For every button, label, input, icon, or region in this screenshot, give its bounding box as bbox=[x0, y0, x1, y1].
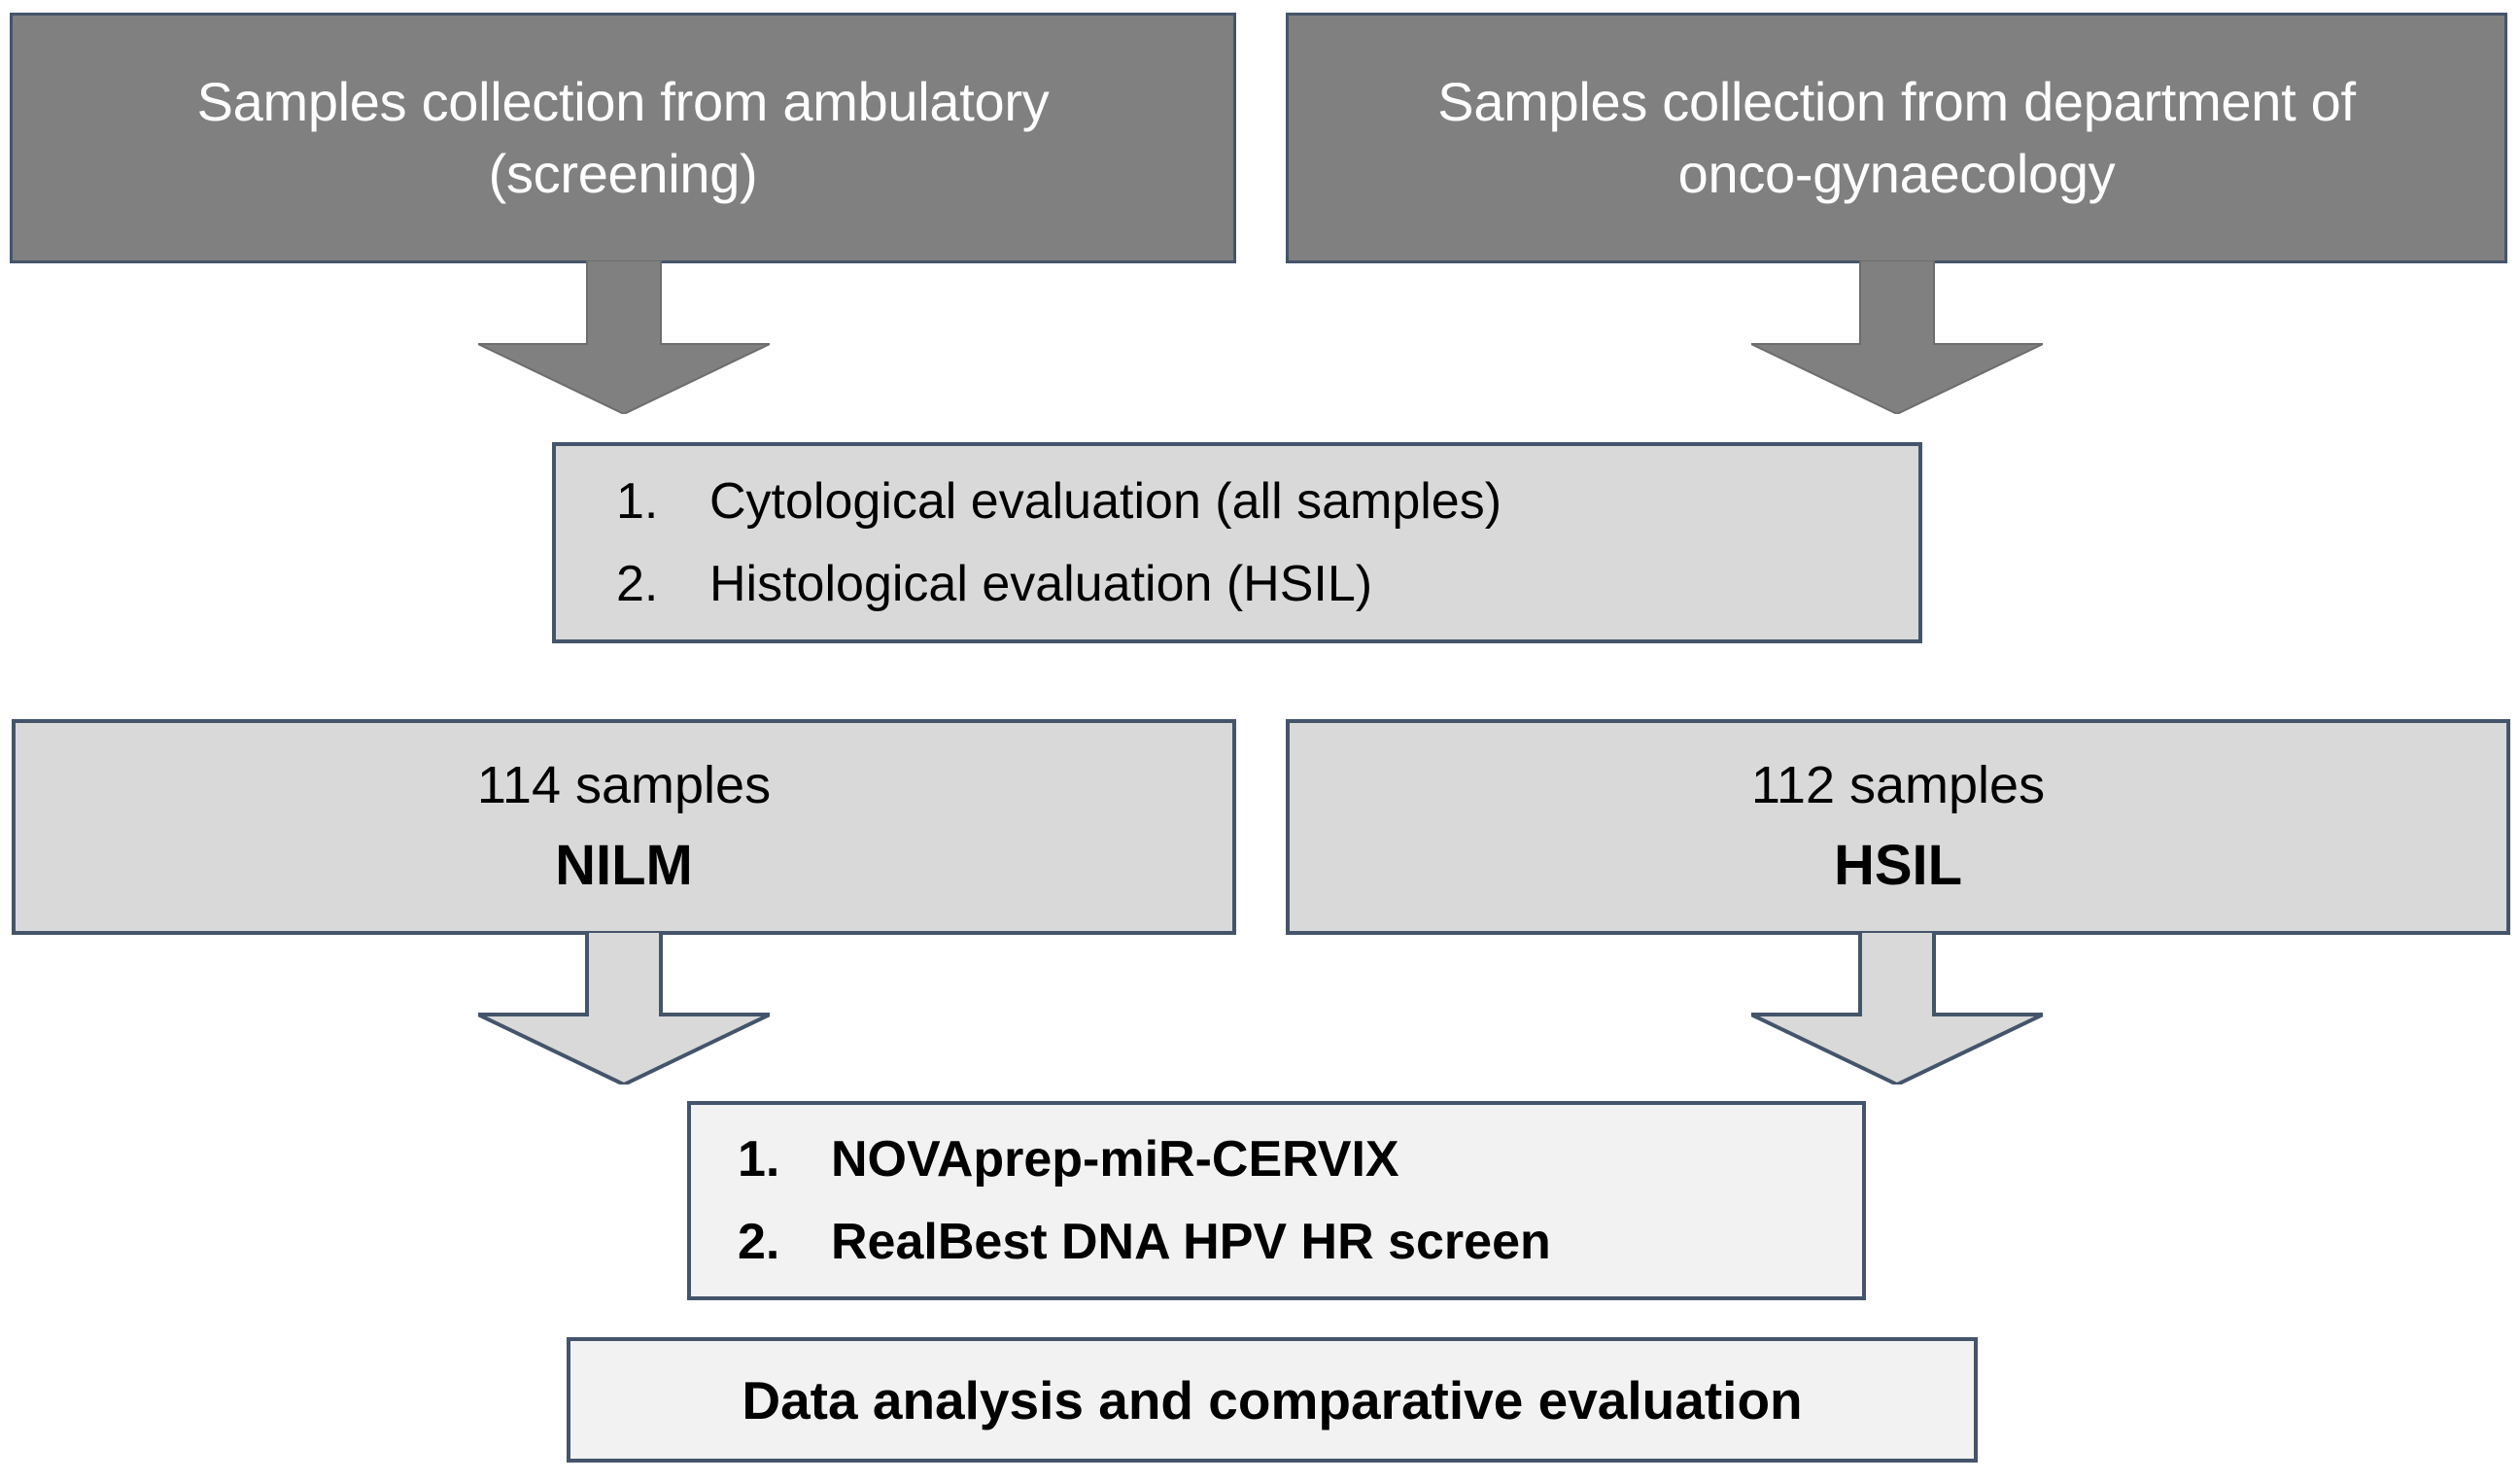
source-box-oncogynaecology-line1: Samples collection from department of bbox=[1437, 71, 2356, 133]
cohort-nilm-count: 114 samples bbox=[476, 755, 772, 814]
final-analysis-label: Data analysis and comparative evaluation bbox=[742, 1369, 1803, 1430]
evaluation-list: 1. Cytological evaluation (all samples) … bbox=[556, 461, 1918, 624]
assay-item-1-text: NOVAprep-miR-CERVIX bbox=[831, 1131, 1399, 1188]
assay-item-1-number: 1. bbox=[738, 1131, 780, 1188]
evaluation-box: 1. Cytological evaluation (all samples) … bbox=[552, 442, 1922, 643]
arrow-nilm-to-assays bbox=[478, 931, 770, 1085]
source-box-oncogynaecology: Samples collection from department of on… bbox=[1286, 13, 2507, 263]
arrow-ambulatory-to-evaluation bbox=[478, 260, 770, 414]
arrow-hsil-to-assays bbox=[1751, 931, 2043, 1085]
evaluation-item-1-number: 1. bbox=[616, 473, 659, 531]
assay-item-2-text: RealBest DNA HPV HR screen bbox=[831, 1213, 1551, 1270]
cohort-hsil-count: 112 samples bbox=[1750, 755, 2046, 814]
evaluation-item-2-text: Histological evaluation (HSIL) bbox=[709, 555, 1373, 612]
evaluation-list-item: 2. Histological evaluation (HSIL) bbox=[616, 543, 1918, 625]
arrow-oncogynaecology-to-evaluation bbox=[1751, 260, 2043, 414]
cohort-box-nilm: 114 samples NILM bbox=[12, 719, 1236, 935]
cohort-hsil-code: HSIL bbox=[1833, 833, 1963, 897]
evaluation-item-1-text: Cytological evaluation (all samples) bbox=[709, 473, 1502, 531]
assay-box: 1. NOVAprep-miR-CERVIX 2. RealBest DNA H… bbox=[687, 1101, 1866, 1300]
source-box-ambulatory: Samples collection from ambulatory (scre… bbox=[10, 13, 1236, 263]
assay-list-item: 1. NOVAprep-miR-CERVIX bbox=[738, 1119, 1862, 1200]
assay-list: 1. NOVAprep-miR-CERVIX 2. RealBest DNA H… bbox=[691, 1119, 1862, 1282]
source-box-ambulatory-line2: (screening) bbox=[488, 143, 758, 204]
source-box-oncogynaecology-line2: onco-gynaecology bbox=[1677, 143, 2116, 204]
evaluation-list-item: 1. Cytological evaluation (all samples) bbox=[616, 461, 1918, 542]
final-analysis-box: Data analysis and comparative evaluation bbox=[567, 1337, 1978, 1463]
assay-list-item: 2. RealBest DNA HPV HR screen bbox=[738, 1201, 1862, 1283]
cohort-box-hsil: 112 samples HSIL bbox=[1286, 719, 2510, 935]
assay-item-2-number: 2. bbox=[738, 1213, 780, 1270]
cohort-nilm-code: NILM bbox=[555, 833, 693, 897]
source-box-ambulatory-line1: Samples collection from ambulatory bbox=[196, 71, 1050, 133]
evaluation-item-2-number: 2. bbox=[616, 555, 659, 612]
